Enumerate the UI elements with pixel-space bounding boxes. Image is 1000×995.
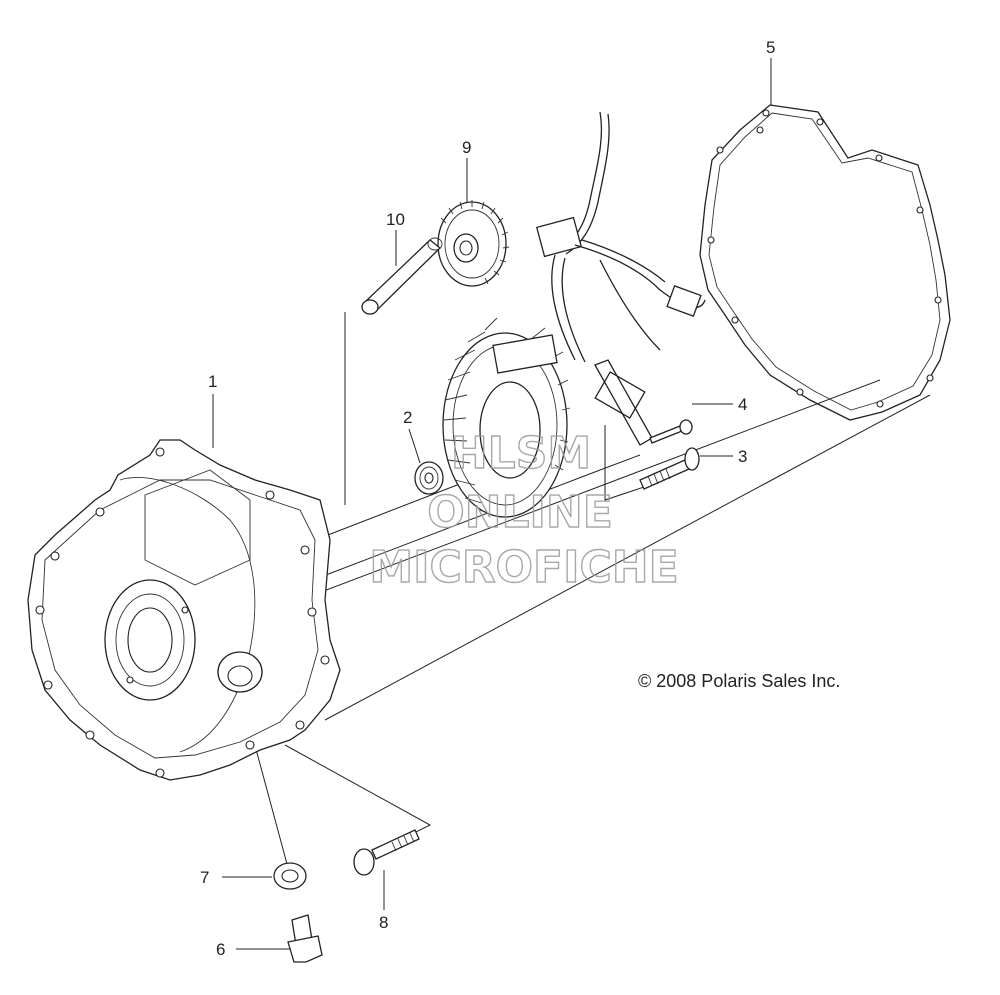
drive-gear	[437, 200, 510, 287]
callout-10: 10	[386, 210, 405, 229]
sealing-washer	[273, 862, 307, 890]
stator-wire-harness	[535, 111, 706, 446]
callout-4: 4	[738, 395, 747, 414]
callout-leaders	[212, 58, 772, 950]
crankcase-cover	[27, 439, 341, 781]
drain-plug	[287, 914, 323, 963]
callout-3: 3	[738, 447, 747, 466]
callout-1: 1	[208, 372, 217, 391]
callout-labels: 1 2 3 4 5 6 7 8 9 10	[200, 38, 775, 959]
watermark: HLSM ONLINE MICROFICHE	[369, 427, 680, 593]
bearing	[414, 461, 444, 495]
screw-small	[649, 419, 693, 444]
callout-8: 8	[379, 913, 388, 932]
watermark-line-1: HLSM	[451, 428, 591, 479]
watermark-line-2: ONLINE	[427, 487, 613, 538]
callout-9: 9	[462, 138, 471, 157]
gasket	[699, 104, 951, 421]
shaft-sleeve	[361, 237, 443, 315]
flange-bolt	[353, 829, 420, 876]
callout-2: 2	[403, 408, 412, 427]
callout-5: 5	[766, 38, 775, 57]
stator	[442, 317, 571, 518]
watermark-line-3: MICROFICHE	[369, 542, 678, 593]
assembly-leader-lines	[239, 312, 931, 876]
callout-7: 7	[200, 868, 209, 887]
bolt-long	[639, 447, 700, 490]
callout-6: 6	[216, 940, 225, 959]
copyright-notice: © 2008 Polaris Sales Inc.	[638, 671, 840, 691]
